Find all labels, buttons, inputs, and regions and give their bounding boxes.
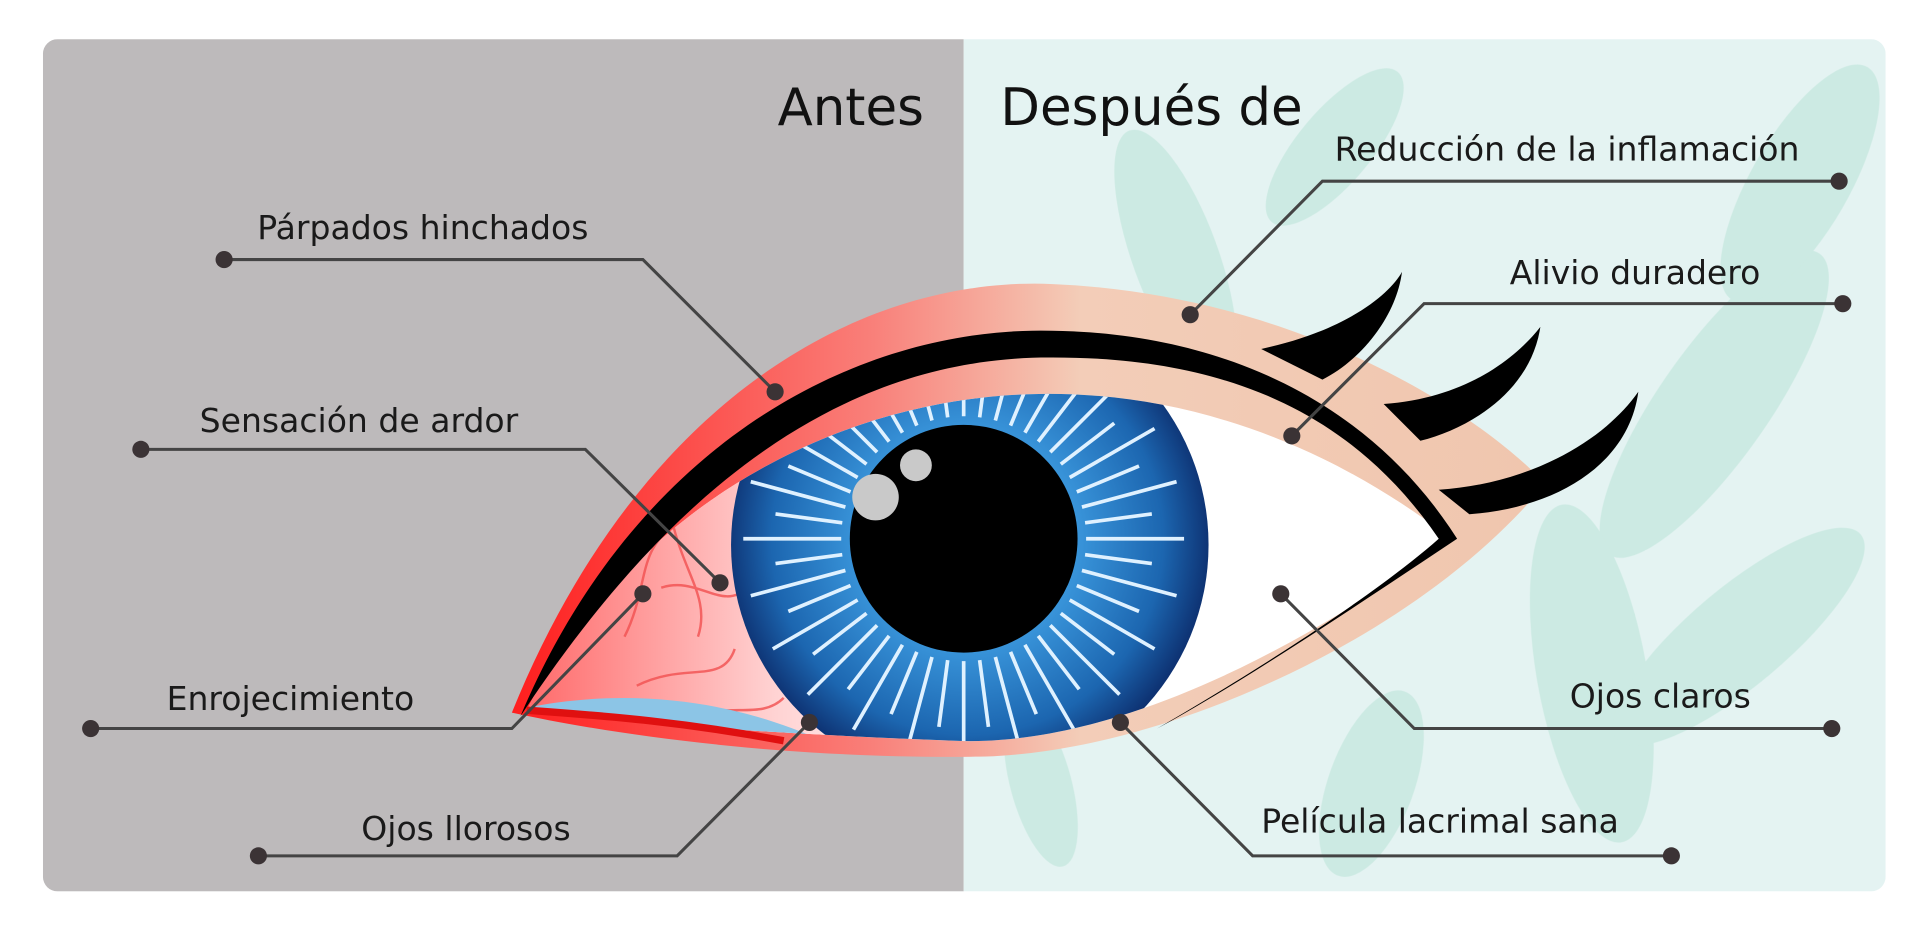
eyelash [1438, 391, 1639, 515]
iris-ray [811, 611, 868, 656]
before-title: Antes [778, 78, 924, 138]
callout-label: Película lacrimal sana [1261, 802, 1619, 841]
lower-lid-edge [526, 706, 785, 745]
callout-dot [215, 251, 233, 269]
iris-ray [1036, 393, 1081, 443]
callout-dot [766, 383, 784, 401]
after-title: Después de [1000, 78, 1302, 138]
callout-label: Alivio duradero [1510, 253, 1761, 292]
eyelash [1261, 271, 1403, 380]
iris-ray [1023, 393, 1076, 434]
iris-ray [775, 552, 843, 566]
iris-ray [750, 479, 846, 509]
iris-ray [1059, 611, 1116, 656]
callout-label: Sensación de ardor [200, 401, 519, 440]
highlight [852, 473, 899, 521]
callout-label: Ojos claros [1570, 677, 1751, 716]
callout-label: Ojos llorosos [361, 809, 570, 848]
iris-ray [1068, 598, 1156, 651]
callout-dot [1111, 713, 1129, 731]
iris-ray [977, 393, 991, 418]
callout-lasting-relief: Alivio duradero [1283, 253, 1852, 445]
callout-dot [132, 440, 150, 458]
iris-ray [1084, 552, 1153, 566]
iris-ray [937, 393, 950, 418]
callout-label: Reducción de la inflamación [1335, 129, 1800, 168]
iris-ray [1059, 421, 1116, 466]
callout-dot [634, 585, 652, 603]
callout-clear-eyes: Ojos claros [1272, 585, 1841, 738]
callout-dot [1272, 585, 1290, 603]
callout-healthy-tear-film: Película lacrimal sana [1111, 713, 1680, 865]
iris-ray [1023, 643, 1076, 731]
callout-dot [1662, 847, 1680, 865]
iris-ray [977, 659, 991, 728]
iris-ray [851, 643, 905, 731]
iris-ray [1008, 393, 1038, 427]
callout-watery-eyes: Ojos llorosos [249, 713, 818, 865]
iris-ray [937, 659, 950, 728]
callout-dot [1834, 295, 1852, 313]
iris-ray [889, 651, 919, 715]
iris-ray [1076, 464, 1140, 494]
iris-ray [771, 598, 859, 651]
iris-ray [1081, 479, 1178, 509]
callout-burning-sensation: Sensación de ardor [132, 401, 729, 592]
iris-ray [904, 656, 934, 742]
callout-label: Párpados hinchados [257, 208, 588, 247]
iris-ray [1081, 568, 1178, 598]
iris-ray [787, 464, 852, 494]
callout-reduced-inflammation: Reducción de la inflamación [1181, 129, 1848, 324]
upper-lash-line [520, 330, 1458, 729]
iris-ray [806, 624, 879, 696]
callout-swollen-eyelids: Párpados hinchados [215, 208, 784, 401]
iris-ray [1068, 426, 1156, 480]
iris-ray [750, 568, 846, 598]
callout-dot [249, 847, 267, 865]
iris-ray [1008, 651, 1038, 715]
callout-dot [82, 719, 100, 738]
callout-dot [1181, 306, 1199, 324]
iris-ray [851, 393, 905, 434]
callout-dot [1283, 427, 1301, 445]
callout-label: Enrojecimiento [167, 679, 415, 718]
iris-ray [993, 656, 1023, 742]
eye-illustration [511, 271, 1639, 757]
eyelash [1383, 326, 1541, 441]
iris-ray [787, 583, 852, 614]
iris-ray [1084, 512, 1153, 525]
iris-ray [846, 634, 891, 691]
callout-dot [1830, 172, 1848, 190]
callout-dot [711, 574, 729, 592]
leaf-decoration [1003, 64, 1880, 877]
callout-redness: Enrojecimiento [82, 585, 652, 738]
callout-dot [800, 713, 818, 731]
iris-ray [1036, 634, 1081, 691]
callout-dot [1823, 719, 1841, 738]
highlight [900, 449, 932, 482]
iris-ray [775, 512, 843, 525]
iris-ray [1076, 583, 1140, 614]
iris-ray [1048, 624, 1121, 696]
pupil [849, 424, 1078, 653]
iris-ray [993, 393, 1023, 421]
